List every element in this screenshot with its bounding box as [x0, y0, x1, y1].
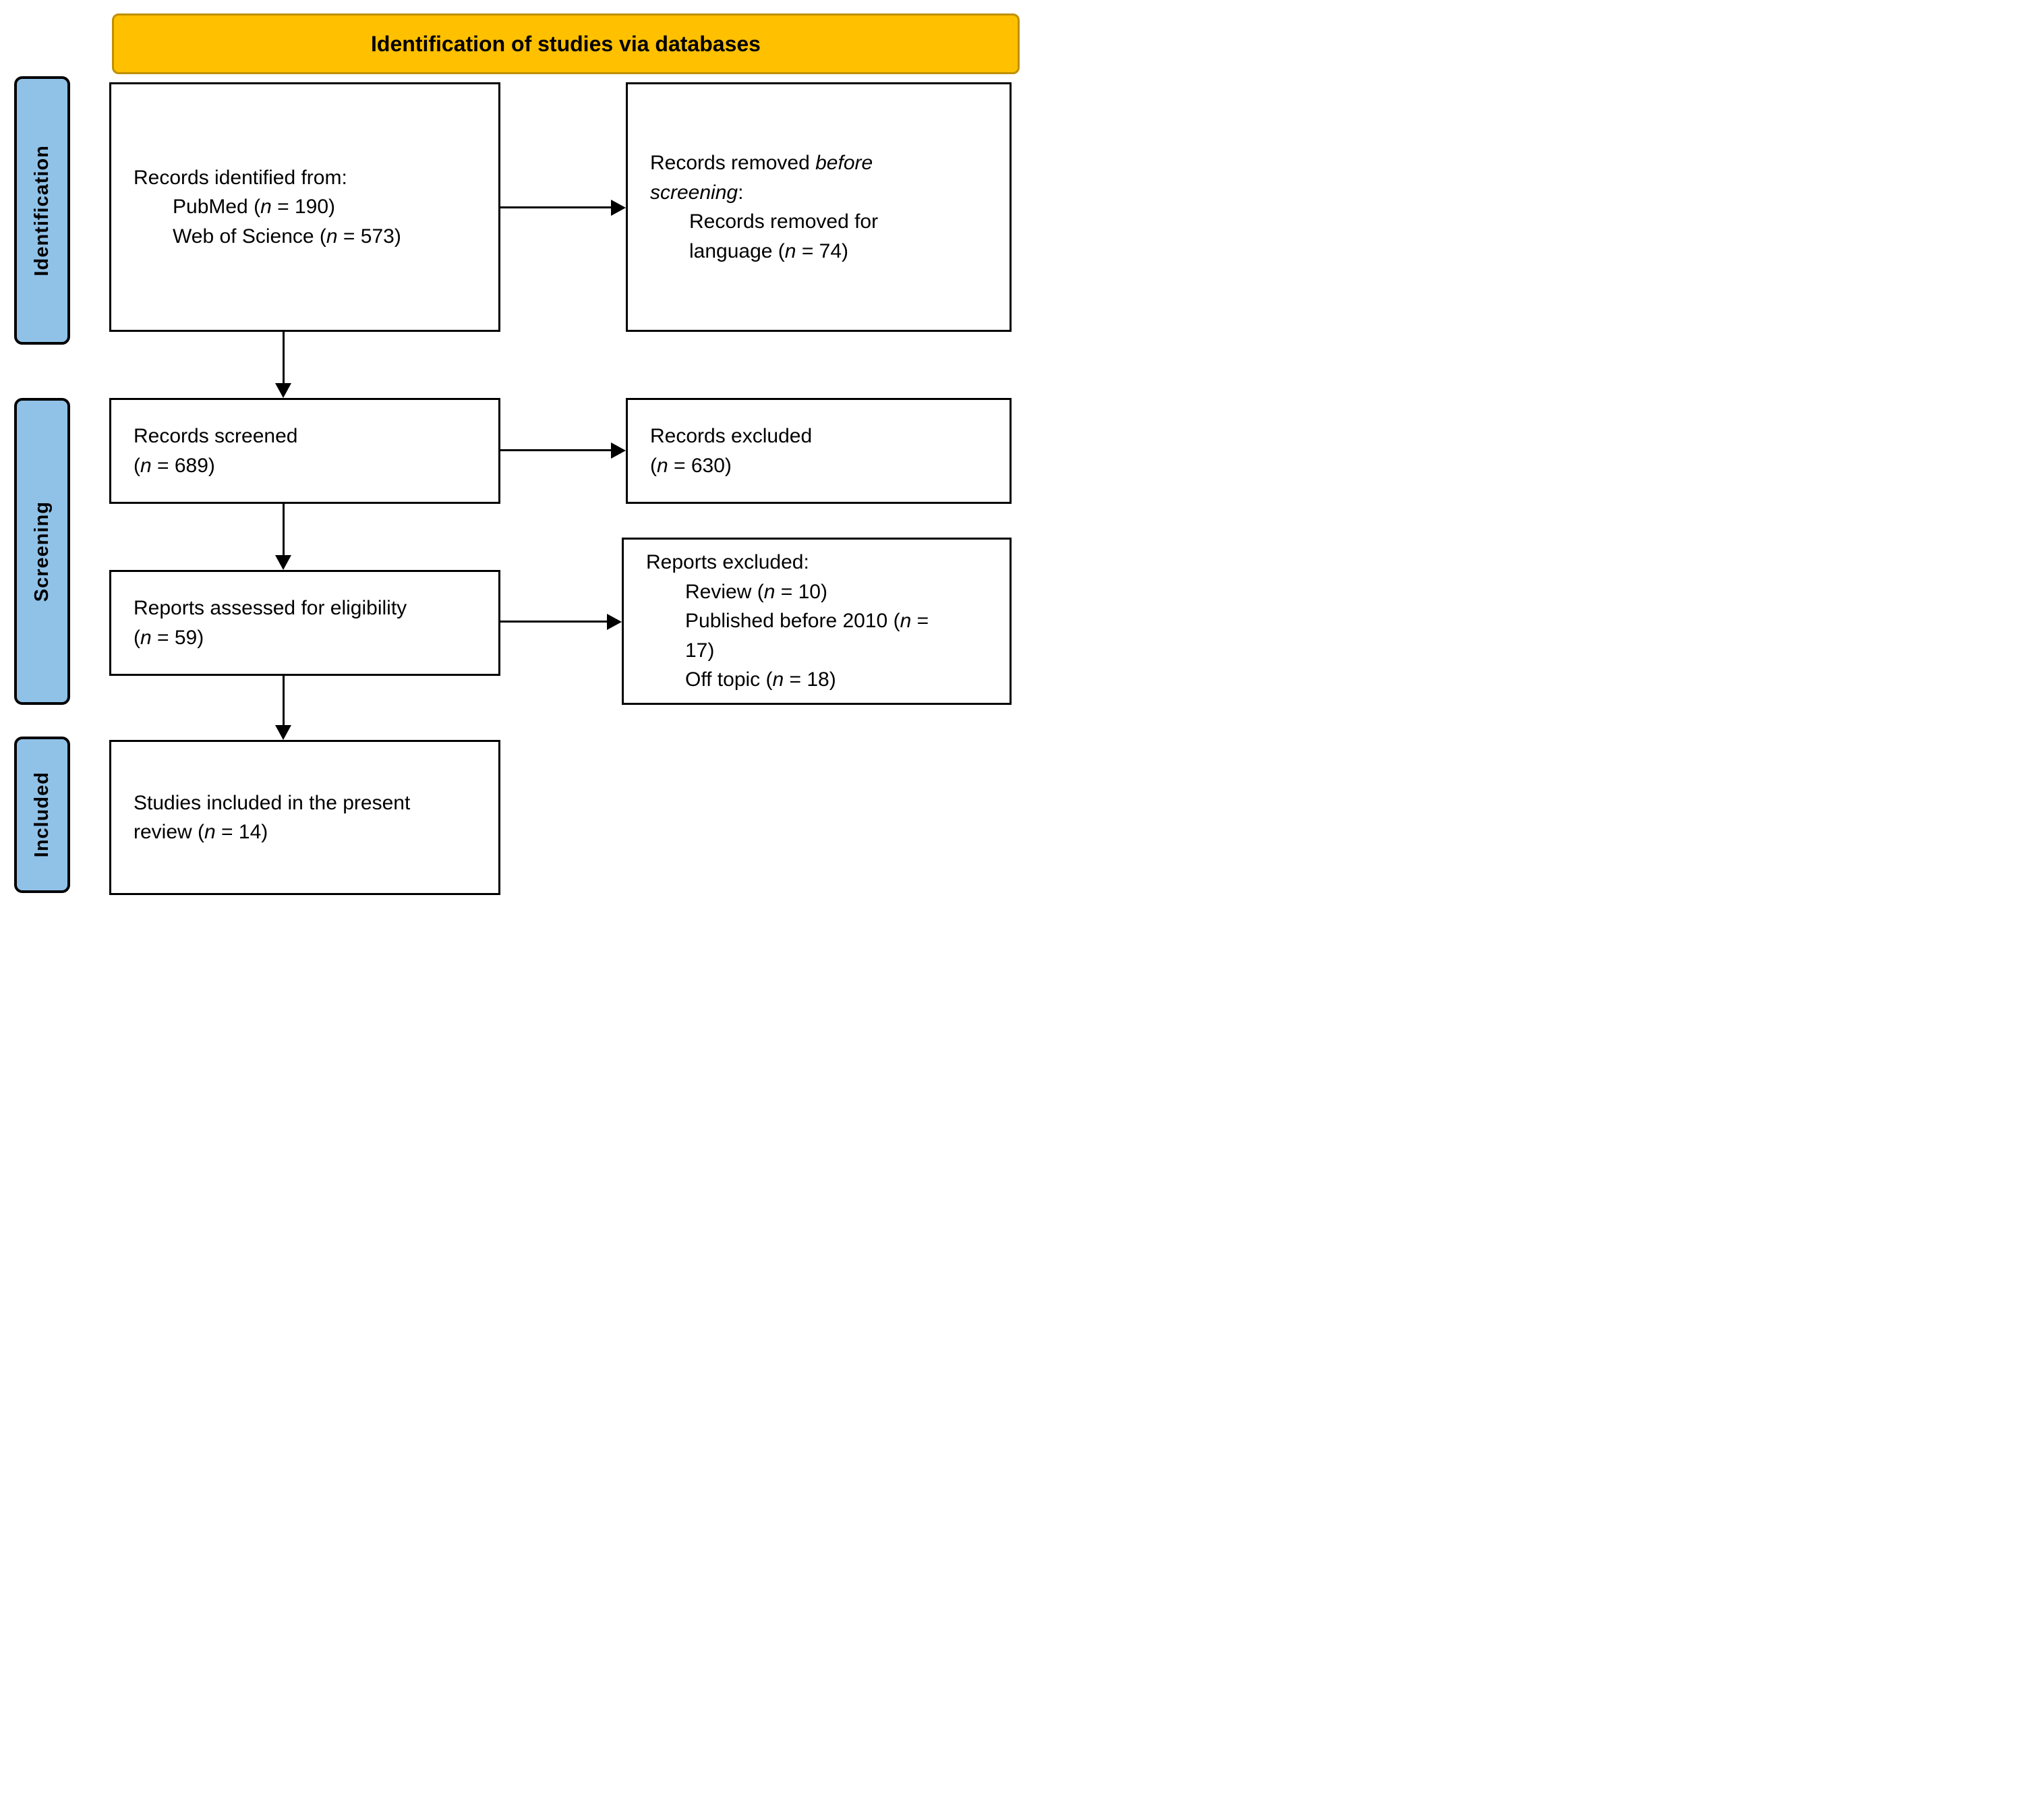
- text-line: language (n = 74): [689, 239, 849, 262]
- arrowhead-down-icon: [275, 383, 291, 398]
- text-line: Web of Science (n = 573): [173, 225, 401, 248]
- box-records-removed-before-screening: Records removed before screening: Records …: [626, 82, 1012, 332]
- box-reports-assessed-for-eligibility: Reports assessed for eligibility (n = 59): [109, 570, 500, 676]
- text-line: Reports assessed for eligibility: [134, 597, 407, 619]
- text-line: (n = 689): [134, 454, 215, 477]
- stage-included-label: Included: [31, 772, 53, 858]
- box-records-excluded: Records excluded (n = 630): [626, 398, 1012, 504]
- box-reports-excluded: Reports excluded: Review (n = 10) Publishe…: [622, 538, 1012, 705]
- text-line: (n = 59): [134, 626, 204, 649]
- stage-screening: Screening: [14, 398, 70, 705]
- arrow-shaft: [283, 676, 285, 725]
- arrowhead-down-icon: [275, 555, 291, 570]
- arrowhead-right-icon: [611, 442, 626, 459]
- arrow-shaft: [283, 332, 285, 383]
- arrow-shaft: [500, 621, 607, 623]
- text-line: Review (n = 10): [685, 580, 827, 603]
- stage-included: Included: [14, 737, 70, 893]
- stage-identification: Identification: [14, 76, 70, 345]
- text-line: Records removed for: [689, 210, 879, 233]
- text-line: Records screened: [134, 425, 298, 447]
- text-line: Records identified from:: [134, 166, 347, 189]
- text-line: screening:: [650, 181, 744, 204]
- arrowhead-right-icon: [611, 200, 626, 216]
- box-studies-included-in-review: Studies included in the present review (n…: [109, 740, 500, 895]
- text-line: Records removed before: [650, 152, 873, 174]
- text-line: Off topic (n = 18): [685, 668, 836, 691]
- text-line: 17): [685, 639, 715, 662]
- stage-screening-label: Screening: [31, 500, 53, 602]
- arrow-shaft: [500, 449, 611, 451]
- text-line: Published before 2010 (n =: [685, 610, 929, 633]
- stage-identification-label: Identification: [31, 144, 53, 277]
- text-line: Reports excluded:: [646, 551, 809, 574]
- arrow-shaft: [283, 504, 285, 555]
- box-records-screened: Records screened (n = 689): [109, 398, 500, 504]
- banner-identification-of-studies: Identification of studies via databases: [112, 13, 1020, 74]
- banner-title: Identification of studies via databases: [371, 31, 761, 56]
- text-line: Records excluded: [650, 425, 813, 447]
- text-line: Studies included in the present: [134, 791, 411, 814]
- arrow-shaft: [500, 206, 611, 208]
- text-line: review (n = 14): [134, 821, 268, 843]
- box-records-identified: Records identified from: PubMed (n = 190)…: [109, 82, 500, 332]
- text-line: (n = 630): [650, 454, 732, 477]
- arrowhead-right-icon: [607, 614, 622, 630]
- text-line: PubMed (n = 190): [173, 196, 335, 219]
- arrowhead-down-icon: [275, 725, 291, 740]
- prisma-flow-diagram: Identification of studies via databases …: [0, 0, 1022, 906]
